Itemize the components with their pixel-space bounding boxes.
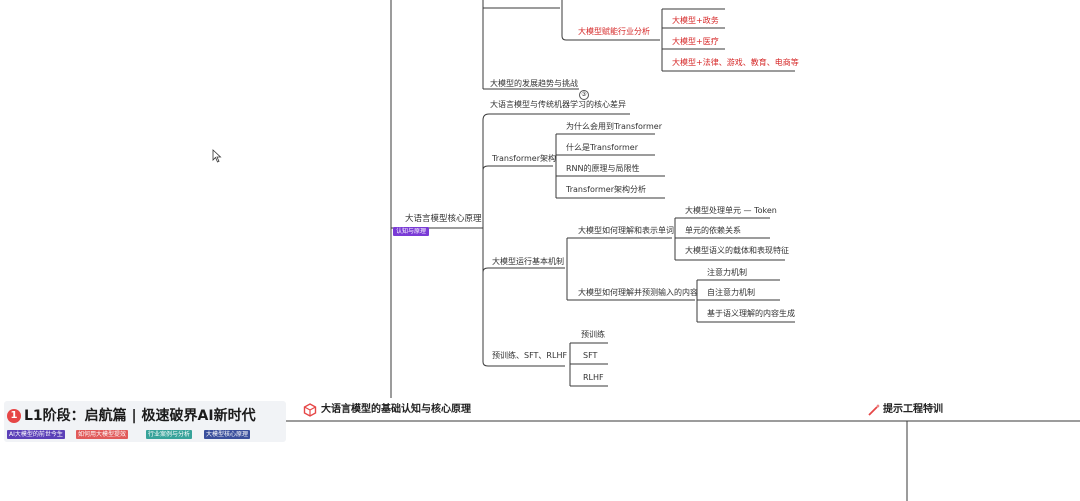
collapse-count-badge[interactable]: ③: [579, 90, 589, 100]
node-attention[interactable]: 注意力机制: [707, 268, 747, 277]
stage-tag-efficiency[interactable]: 如何用大模型提效: [76, 430, 129, 439]
node-transformer-arch[interactable]: Transformer架构分析: [566, 185, 647, 194]
stage-tag-industry[interactable]: 行业案例与分析: [146, 430, 193, 439]
node-core-principle[interactable]: 大语言模型核心原理: [405, 214, 482, 224]
stage-tag-history[interactable]: AI大模型的前世今生: [7, 430, 65, 439]
stage-number-badge: 1: [7, 409, 21, 423]
node-core-tag: 认知与原理: [393, 227, 430, 236]
node-industry-analysis[interactable]: 大模型赋能行业分析: [578, 27, 650, 36]
node-why-transformer[interactable]: 为什么会用到Transformer: [566, 122, 663, 131]
node-sft[interactable]: SFT: [583, 351, 598, 360]
node-semantic-carrier[interactable]: 大模型语义的载体和表现特征: [685, 246, 789, 255]
stage-tag-core[interactable]: 大模型核心原理: [204, 430, 251, 439]
node-mechanism[interactable]: 大模型运行基本机制: [492, 257, 564, 266]
node-medical[interactable]: 大模型+医疗: [672, 37, 719, 46]
node-rnn[interactable]: RNN的原理与局限性: [566, 164, 640, 173]
section-title-prompt: 提示工程特训: [883, 404, 943, 415]
node-transformer[interactable]: Transformer架构: [492, 154, 557, 163]
magic-wand-icon: [868, 404, 880, 416]
node-generation[interactable]: 基于语义理解的内容生成: [707, 309, 795, 318]
node-pretrain[interactable]: 预训练: [581, 330, 605, 339]
node-training[interactable]: 预训练、SFT、RLHF: [492, 351, 568, 360]
node-gov[interactable]: 大模型+政务: [672, 16, 719, 25]
node-predict[interactable]: 大模型如何理解并预测输入的内容: [578, 288, 698, 297]
node-what-transformer[interactable]: 什么是Transformer: [566, 143, 639, 152]
node-law-etc[interactable]: 大模型+法律、游戏、教育、电商等: [672, 58, 799, 67]
mouse-pointer-icon: [212, 149, 222, 163]
node-token[interactable]: 大模型处理单元 — Token: [685, 206, 777, 215]
node-trend[interactable]: 大模型的发展趋势与挑战: [490, 79, 578, 88]
node-diff[interactable]: 大语言模型与传统机器学习的核心差异: [490, 100, 626, 109]
node-understand[interactable]: 大模型如何理解和表示单词: [578, 226, 674, 235]
node-rlhf[interactable]: RLHF: [583, 373, 604, 382]
section-title-basics: 大语言模型的基础认知与核心原理: [321, 404, 471, 415]
cube-icon: [303, 403, 317, 417]
stage-title: L1阶段：启航篇 | 极速破界AI新时代: [24, 408, 256, 424]
node-self-attention[interactable]: 自注意力机制: [707, 288, 755, 297]
node-dependency[interactable]: 单元的依赖关系: [685, 226, 741, 235]
